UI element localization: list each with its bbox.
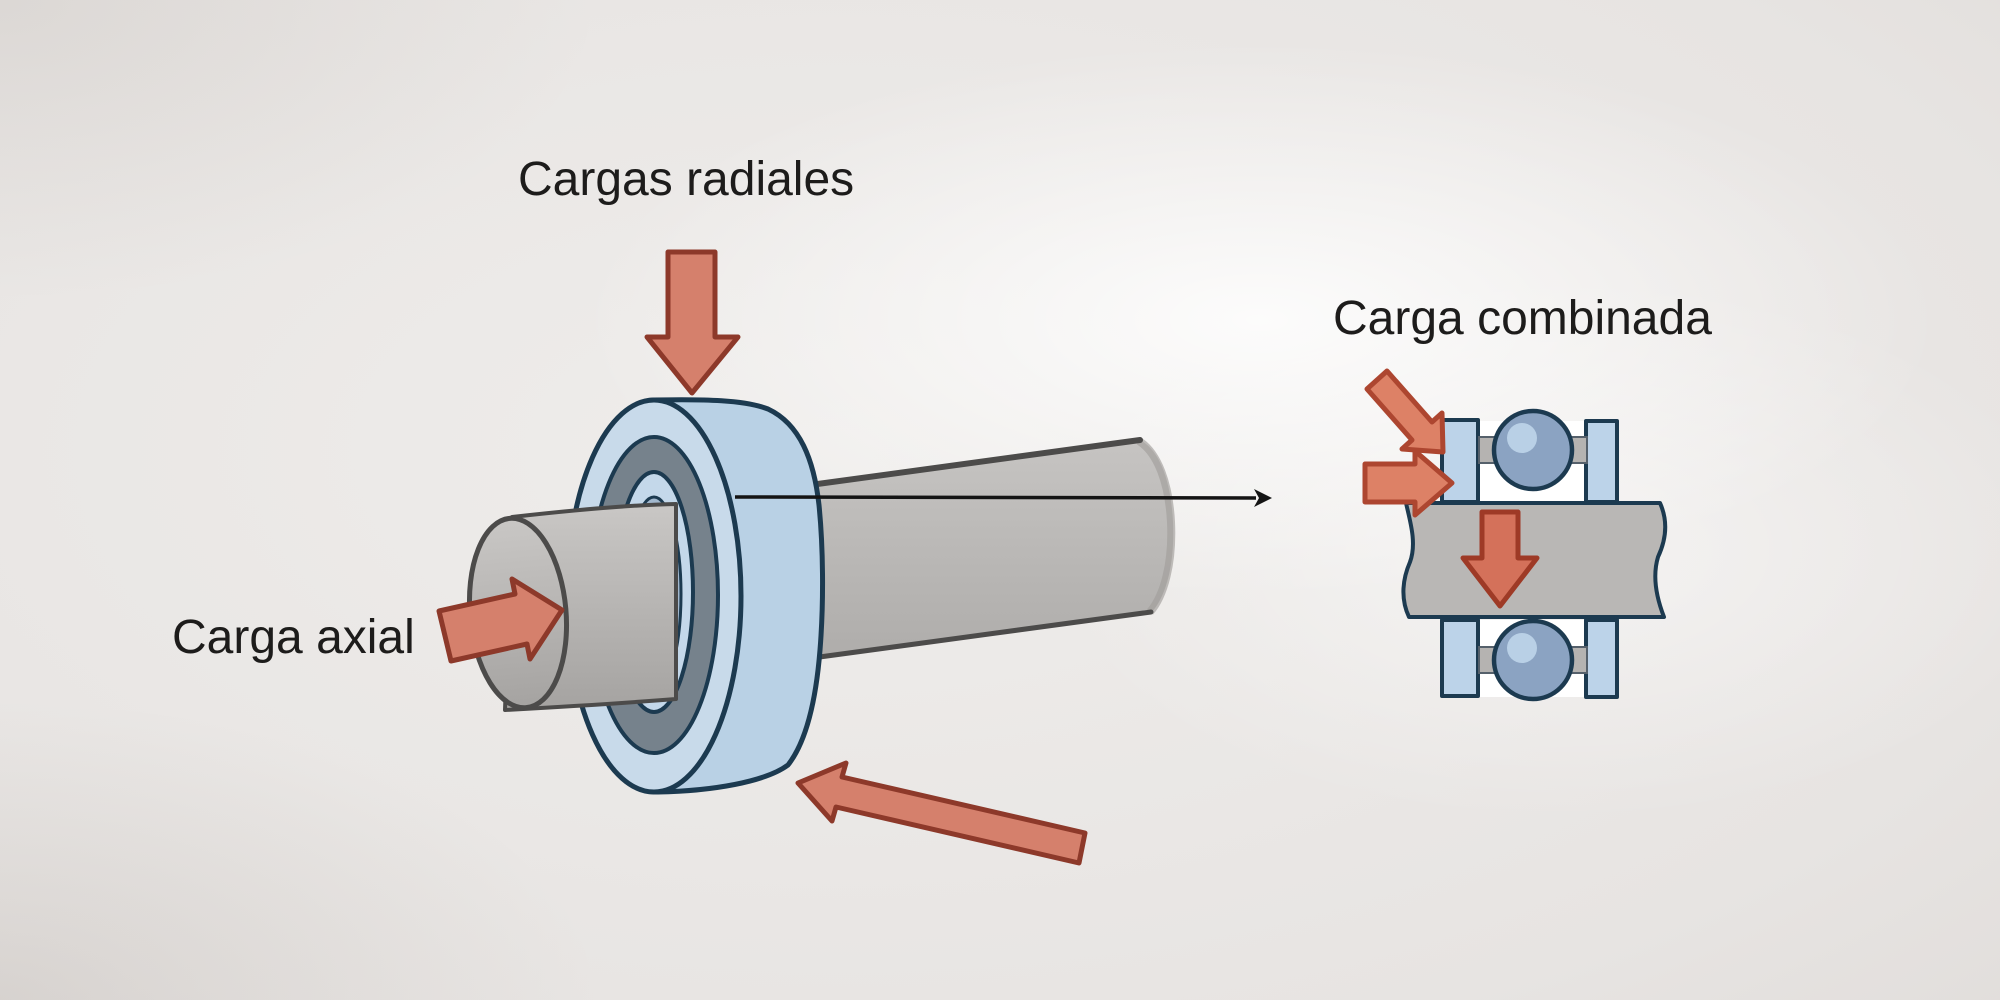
axis-arrowhead-icon — [1254, 489, 1272, 507]
shaft-right-bottom-edge — [787, 609, 1154, 664]
axis-line — [734, 495, 1257, 500]
combined-load-axial-arrow — [1362, 448, 1455, 518]
ball-bottom — [1491, 618, 1575, 702]
outer-race-bottom-right — [1584, 618, 1619, 699]
axial-load-arrow — [436, 576, 565, 664]
combined-load-radial-arrow — [1460, 509, 1540, 609]
label-combined-load: Carga combinada — [1333, 292, 1712, 345]
label-axial-load: Carga axial — [172, 611, 415, 664]
ball-top — [1491, 408, 1575, 492]
axis-arrow — [734, 489, 1272, 507]
shaft-left — [466, 502, 678, 712]
label-radial-loads: Cargas radiales — [518, 153, 855, 206]
ball-top-highlight — [1507, 423, 1537, 453]
outer-race-top-right — [1584, 419, 1619, 504]
shaft-right-top-edge — [763, 437, 1143, 494]
radial-load-arrow-bottom — [795, 760, 1088, 866]
radial-load-arrow-top — [644, 249, 741, 396]
ball-bottom-highlight — [1507, 633, 1537, 663]
outer-race-bottom-left — [1440, 618, 1480, 698]
shaft-right-end-shading — [1136, 437, 1176, 615]
bearing-cross-section — [1362, 368, 1668, 702]
combined-load-diagonal-arrow — [1364, 368, 1446, 455]
